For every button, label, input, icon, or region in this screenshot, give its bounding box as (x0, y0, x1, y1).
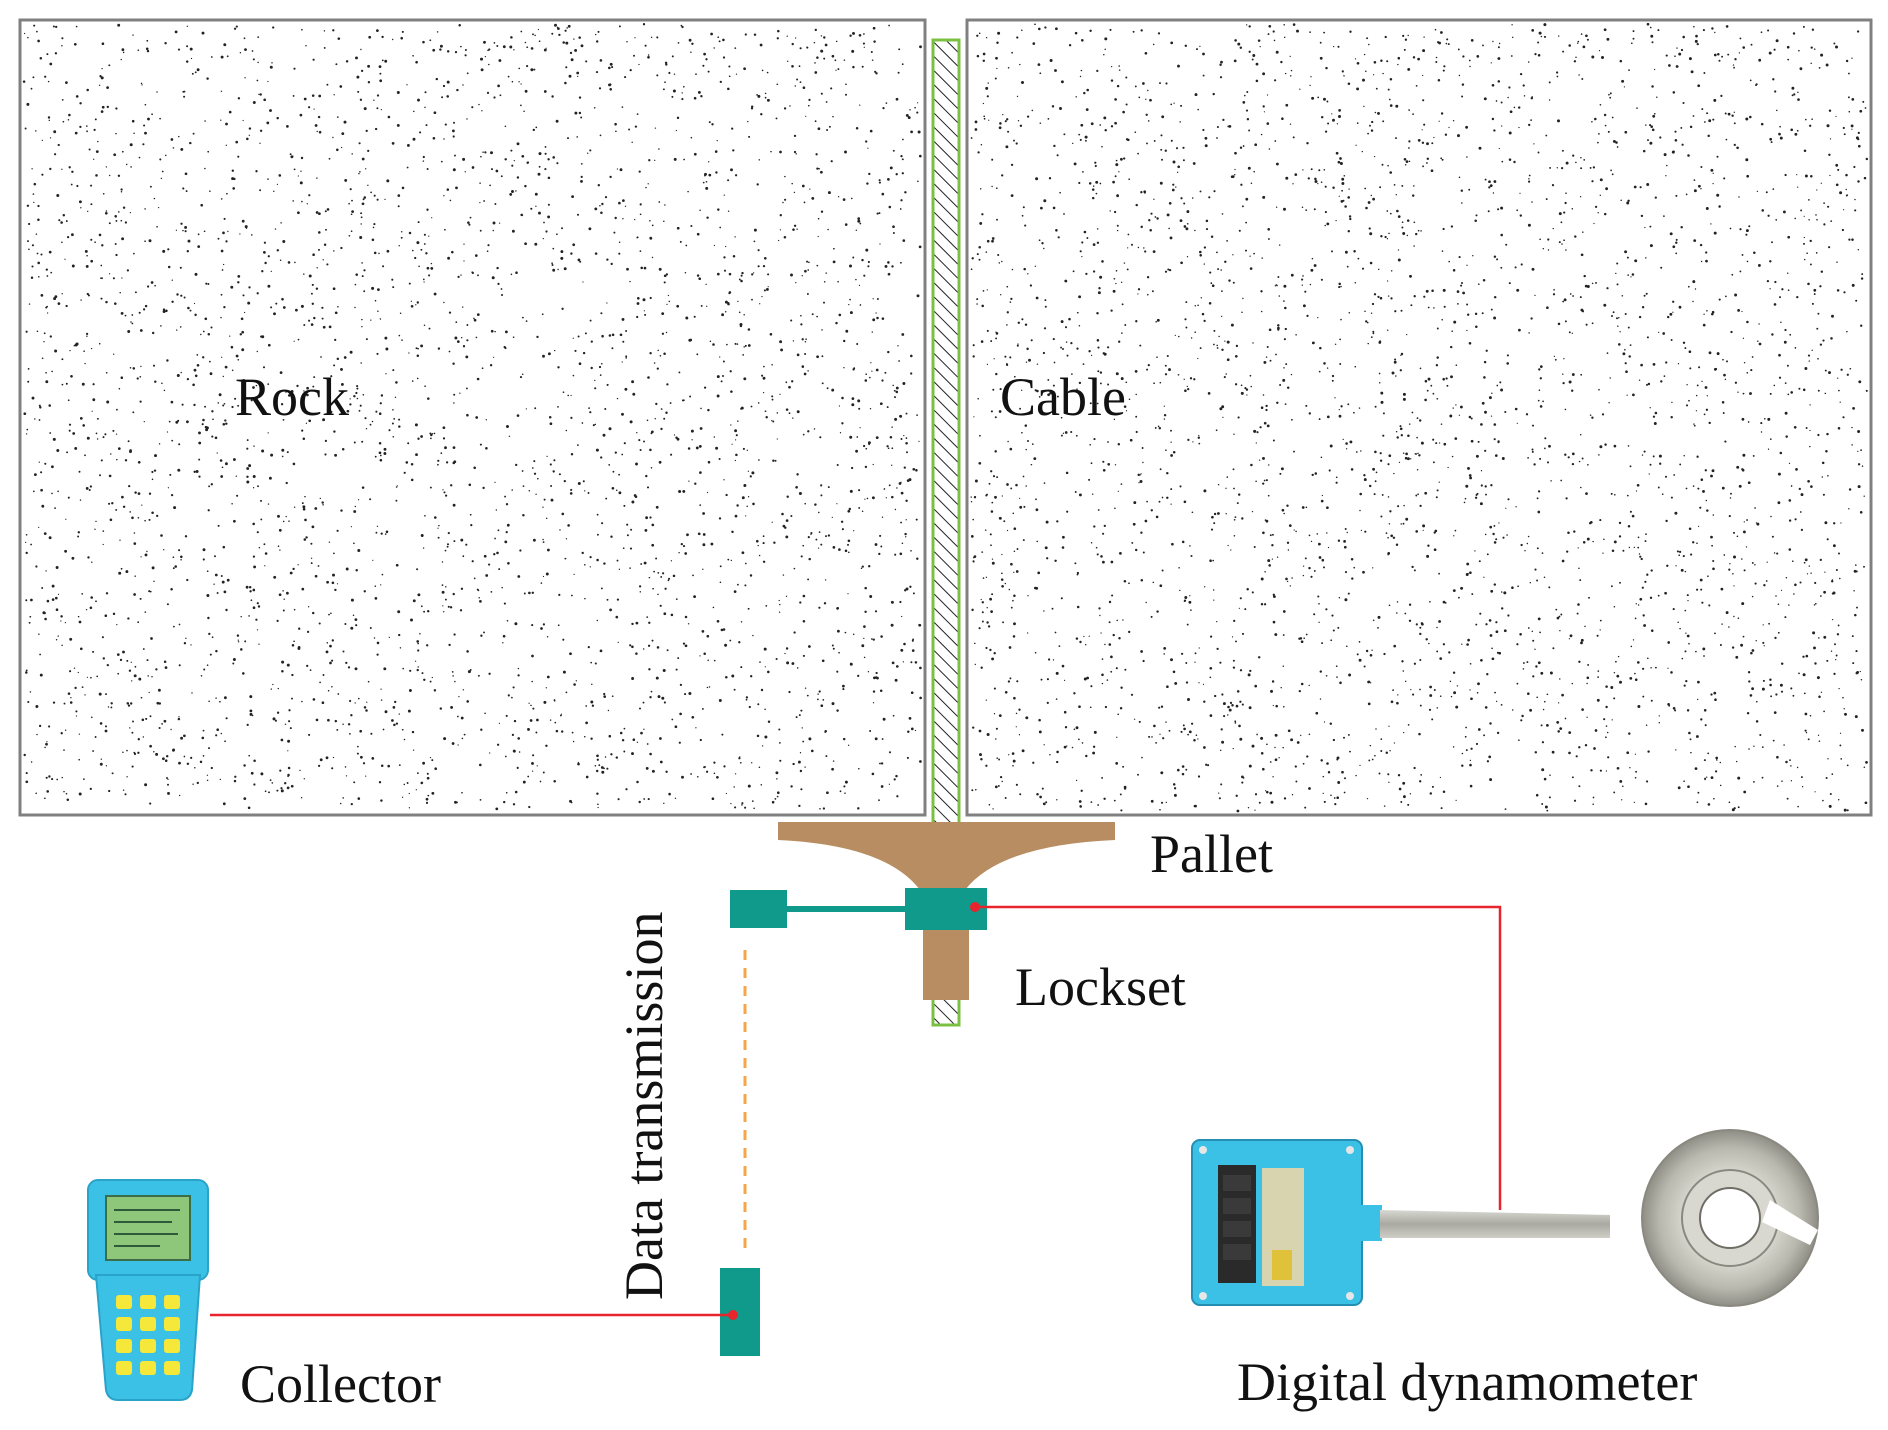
label-collector: Collector (240, 1354, 441, 1414)
label-digital-dynamometer: Digital dynamometer (1237, 1352, 1697, 1412)
receiver-module (720, 1268, 760, 1356)
pallet-shape (778, 822, 1115, 920)
label-lockset: Lockset (1015, 957, 1186, 1017)
label-pallet: Pallet (1150, 824, 1273, 884)
label-rock: Rock (235, 367, 349, 427)
handheld-collector-icon (87, 1179, 209, 1401)
label-data-transmission: Data transmission (614, 912, 674, 1300)
rock-left-block (18, 18, 927, 817)
lockset-assembly (730, 888, 987, 1000)
annular-load-cell-icon (1641, 1129, 1819, 1307)
wire-lockset-to-dynamometer (975, 905, 1502, 1210)
rock-texture (970, 22, 1869, 813)
rock-right-block (965, 18, 1873, 817)
digital-dynamometer-icon (1191, 1139, 1610, 1306)
rock-texture (22, 23, 922, 811)
label-cable: Cable (1000, 367, 1126, 427)
